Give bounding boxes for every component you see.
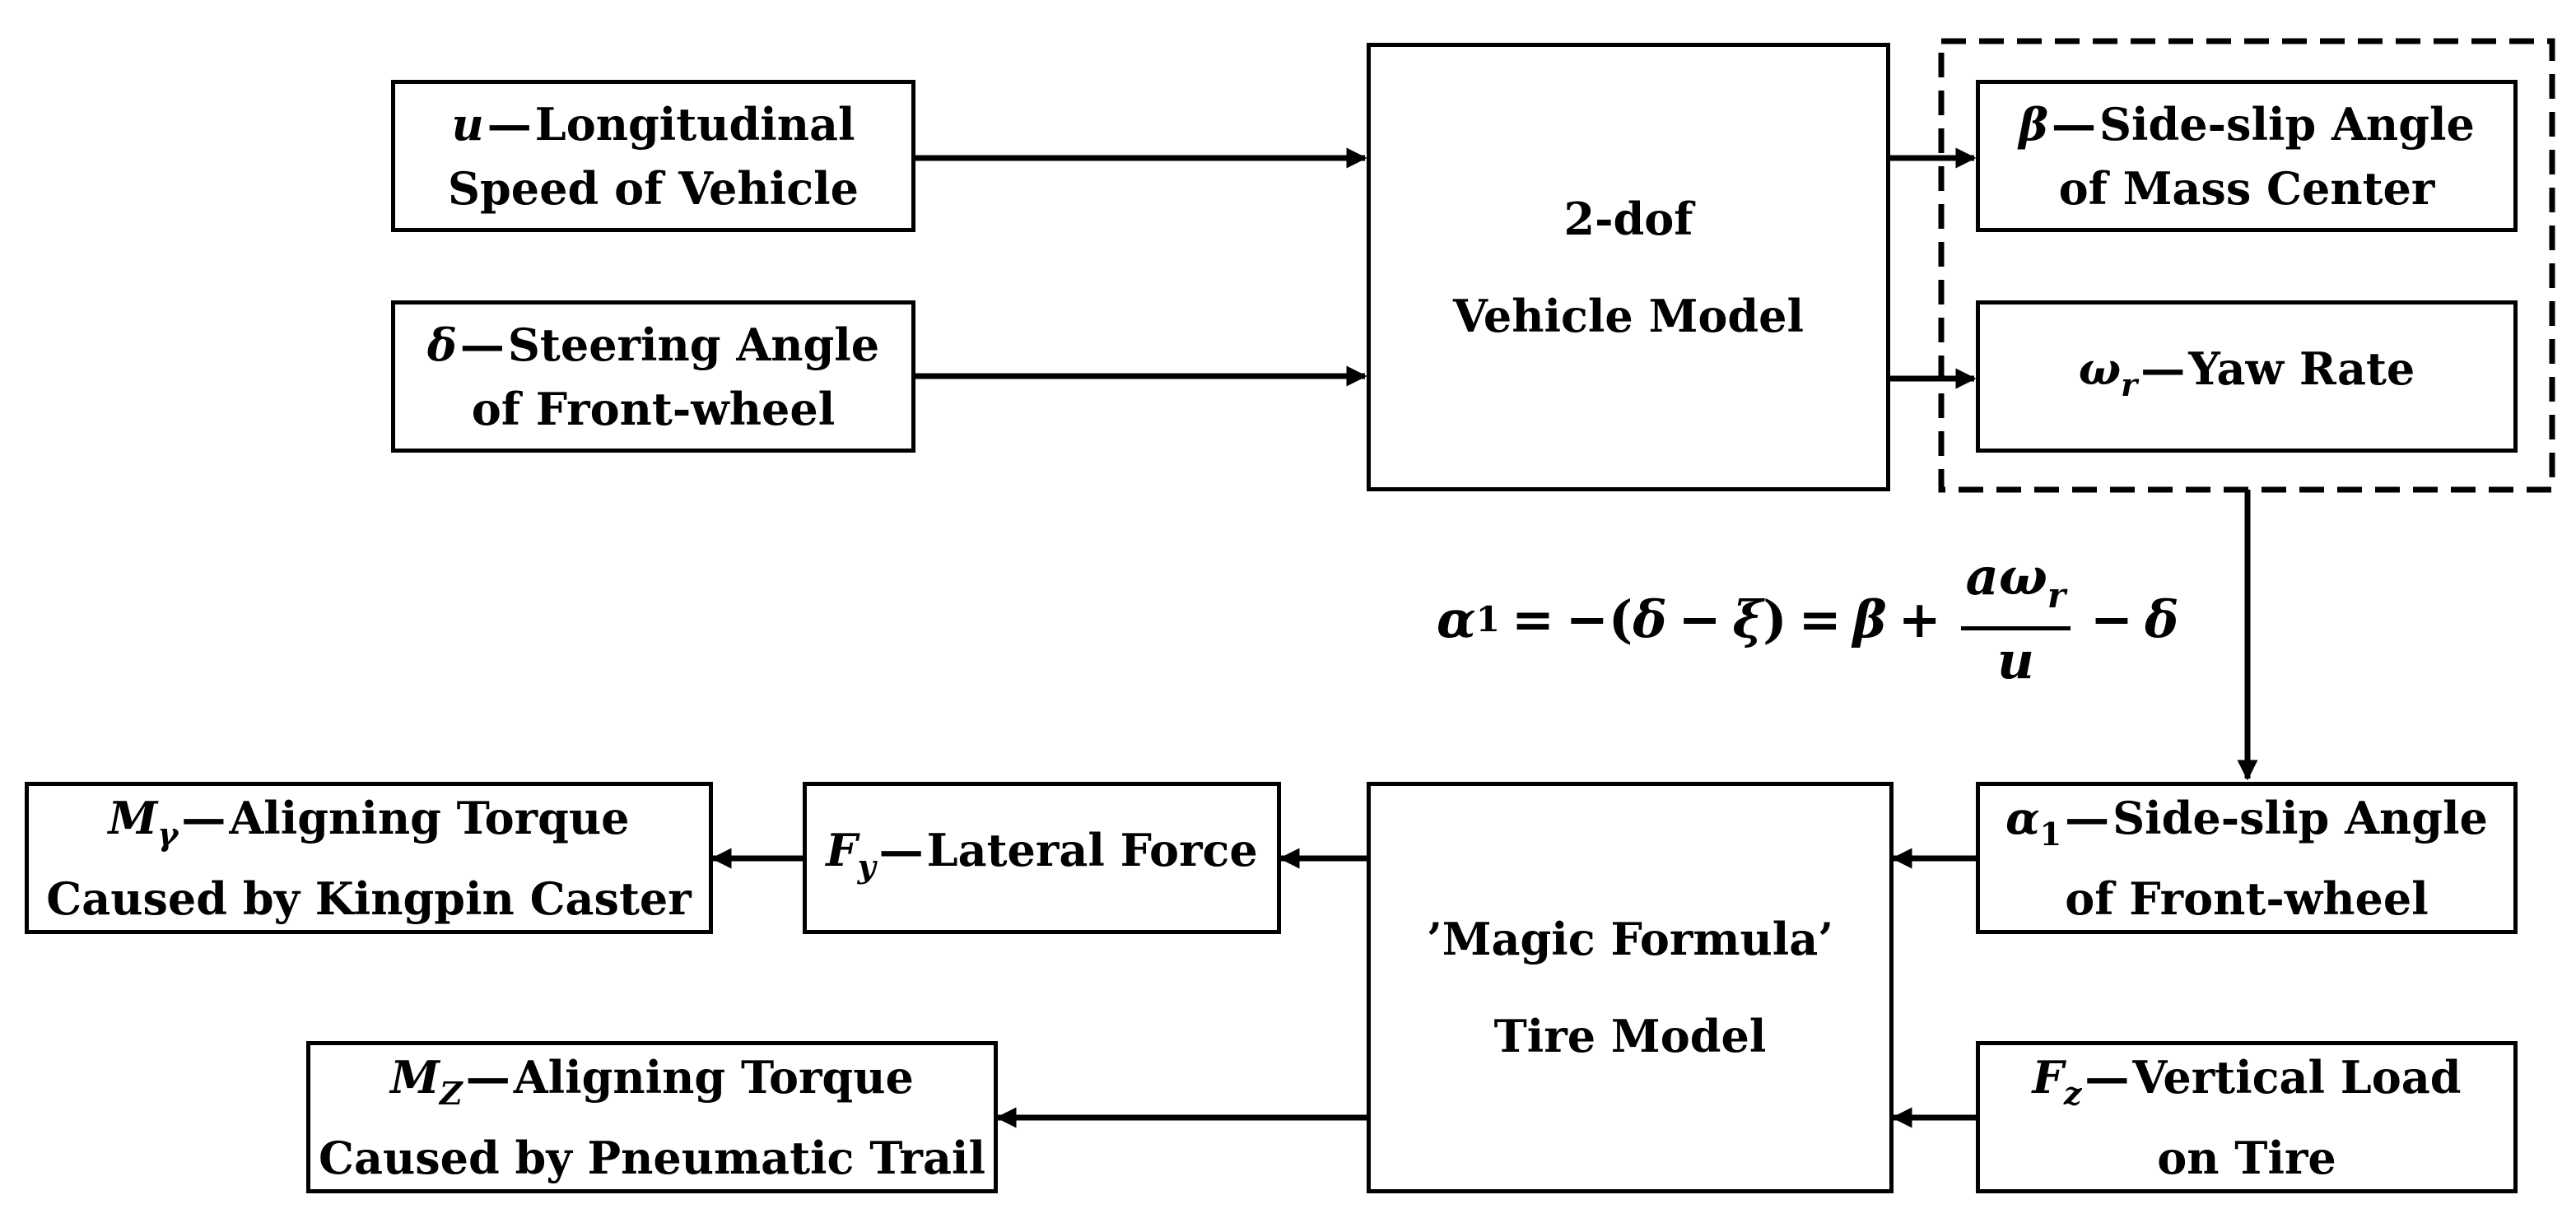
output-yaw-label-1: Yaw Rate (2188, 342, 2415, 395)
formula-close-paren: ) (1763, 588, 1787, 649)
mgamma-subscript: γ (157, 815, 179, 853)
formula-omega: ω (1998, 546, 2047, 607)
tire-output-fy-label-1: Lateral Force (926, 823, 1258, 876)
vehicle-model-label-2: Vehicle Model (1452, 289, 1805, 342)
dash: — (459, 318, 505, 371)
tire-output-mz-label-2: Caused by Pneumatic Trail (319, 1131, 985, 1184)
formula-equals-2: = (1798, 588, 1842, 649)
tire-output-mz-label-1: Aligning Torque (513, 1050, 914, 1104)
tire-input-fz-label-2: on Tire (2157, 1131, 2336, 1184)
mz-symbol: M (390, 1050, 440, 1104)
formula-alpha: α (1437, 588, 1476, 649)
tire-output-fy-box: Fy—Lateral Force (803, 782, 1281, 934)
omega-subscript: r (2121, 365, 2138, 403)
omega-symbol: ω (2078, 342, 2122, 395)
tire-input-alpha-label-2: of Front-wheel (2065, 872, 2429, 925)
output-beta-box: β—Side-slip Angle of Mass Center (1976, 80, 2518, 232)
dash: — (2140, 342, 2186, 395)
fy-symbol: F (826, 823, 858, 876)
dash: — (181, 791, 226, 844)
input-speed-line1: u—Longitudinal (451, 92, 855, 156)
fy-subscript: y (857, 847, 876, 885)
beta-symbol: β (2019, 97, 2049, 151)
tire-input-alpha-label-1: Side-slip Angle (2113, 791, 2488, 844)
tire-output-mz-line1: MZ—Aligning Torque (390, 1045, 914, 1126)
formula-fraction: aωr u (1960, 550, 2071, 690)
dash: — (2085, 1050, 2130, 1104)
formula-delta: δ (1633, 588, 1667, 649)
tire-output-mgamma-label-1: Aligning Torque (229, 791, 630, 844)
input-steer-line1: δ—Steering Angle (427, 313, 879, 377)
output-beta-label-2: of Mass Center (2058, 161, 2435, 215)
vehicle-model-label-1: 2-dof (1563, 192, 1693, 245)
formula-minus-2: − (2090, 588, 2133, 649)
u-symbol: u (451, 97, 484, 151)
fz-subscript: z (2063, 1074, 2082, 1112)
dash: — (878, 823, 924, 876)
input-steer-box: δ—Steering Angle of Front-wheel (391, 300, 915, 453)
tire-model-box: ’Magic Formula’ Tire Model (1367, 782, 1894, 1193)
tire-output-mgamma-line1: Mγ—Aligning Torque (109, 786, 630, 867)
formula-denominator: u (1996, 630, 2034, 690)
dash: — (2065, 791, 2110, 844)
formula-minus: − (1678, 588, 1721, 649)
alpha-symbol: α (2005, 791, 2040, 844)
formula-alpha-subscript: 1 (1475, 598, 1500, 639)
fz-symbol: F (2032, 1050, 2064, 1104)
tire-input-fz-box: Fz—Vertical Load on Tire (1976, 1041, 2518, 1193)
formula-numerator: aωr (1960, 550, 2071, 630)
mz-subscript: Z (439, 1074, 463, 1112)
output-yaw-box: ωr—Yaw Rate (1976, 300, 2518, 453)
dash: — (465, 1050, 510, 1104)
dash: — (2052, 97, 2097, 151)
tire-output-mgamma-label-2: Caused by Kingpin Caster (46, 872, 692, 925)
tire-input-alpha-line1: α1—Side-slip Angle (2005, 786, 2488, 867)
tire-input-fz-label-1: Vertical Load (2132, 1050, 2462, 1104)
mgamma-symbol: M (108, 791, 158, 844)
delta-symbol: δ (426, 318, 457, 371)
formula-omega-subscript: r (2047, 575, 2066, 616)
input-speed-label-1: Longitudinal (534, 97, 855, 151)
formula-minus-paren: −( (1565, 588, 1633, 649)
tire-output-mz-box: MZ—Aligning Torque Caused by Pneumatic T… (306, 1041, 998, 1193)
input-speed-label-2: Speed of Vehicle (448, 161, 859, 215)
output-yaw-line1: ωr—Yaw Rate (2079, 337, 2415, 417)
alpha-subscript: 1 (2039, 815, 2062, 853)
tire-output-fy-line1: Fy—Lateral Force (826, 818, 1258, 899)
tire-output-mgamma-box: Mγ—Aligning Torque Caused by Kingpin Cas… (25, 782, 713, 934)
output-beta-label-1: Side-slip Angle (2099, 97, 2475, 151)
input-steer-label-2: of Front-wheel (471, 382, 836, 435)
formula-xi: ξ (1732, 588, 1763, 649)
tire-model-label-1: ’Magic Formula’ (1426, 913, 1834, 965)
dash: — (487, 97, 532, 151)
formula-beta: β (1852, 588, 1887, 649)
input-speed-box: u—Longitudinal Speed of Vehicle (391, 80, 915, 232)
formula-equals-1: = (1511, 588, 1554, 649)
tire-input-fz-line1: Fz—Vertical Load (2032, 1045, 2461, 1126)
tire-model-label-2: Tire Model (1493, 1010, 1767, 1062)
formula-delta-2: δ (2145, 588, 2179, 649)
formula-a: a (1965, 546, 1999, 607)
tire-input-alpha-box: α1—Side-slip Angle of Front-wheel (1976, 782, 2518, 934)
vehicle-model-box: 2-dof Vehicle Model (1367, 43, 1890, 491)
output-beta-line1: β—Side-slip Angle (2019, 92, 2475, 156)
formula-plus: + (1898, 588, 1941, 649)
input-steer-label-1: Steering Angle (507, 318, 880, 371)
